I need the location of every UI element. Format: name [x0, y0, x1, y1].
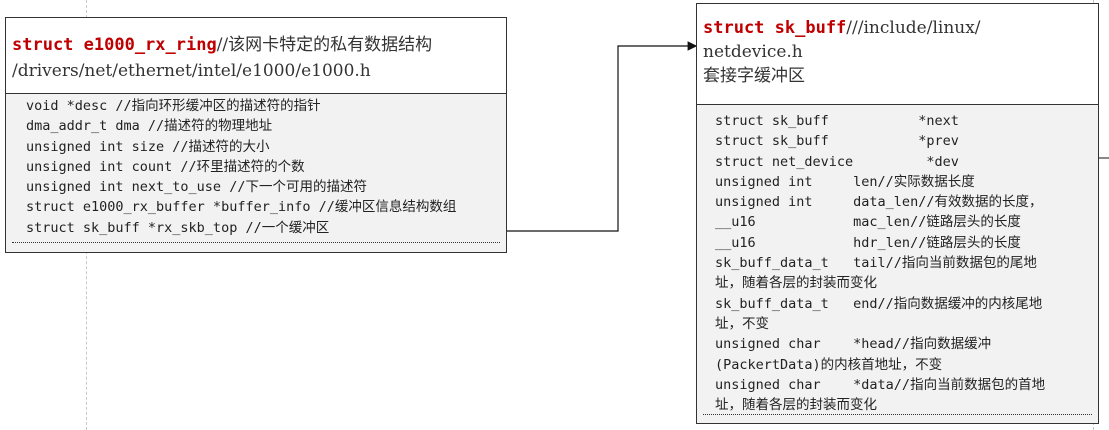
field-line: __u16 mac_len//链路层头的长度	[715, 214, 1021, 231]
field-line: struct e1000_rx_buffer *buffer_info //缓冲…	[26, 199, 457, 216]
field-line: unsigned int len//实际数据长度	[715, 173, 975, 190]
dotted-separator	[703, 414, 1092, 415]
e1000-rx-ring-fields: void *desc //指向环形缓冲区的描述符的指针 dma_addr_t dm…	[6, 94, 506, 252]
e1000-rx-ring-struct: struct e1000_rx_ring//该网卡特定的私有数据结构 /driv…	[5, 17, 507, 253]
field-line: dma_addr_t dma //描述符的物理地址	[26, 118, 273, 135]
field-line: struct net_device *dev	[715, 153, 959, 170]
field-line: void *desc //指向环形缓冲区的描述符的指针	[26, 98, 321, 114]
field-line: unsigned int count //环里描述符的个数	[26, 158, 305, 175]
field-line: unsigned int next_to_use //下一个可用的描述符	[26, 179, 367, 196]
field-line: unsigned char *head//指向数据缓冲	[715, 336, 992, 353]
header-comment: ///include/linux/	[846, 18, 981, 38]
field-line: sk_buff_data_t tail//指向当前数据包的尾地	[715, 255, 1037, 272]
right-header-line1: struct sk_buff///include/linux/	[703, 16, 1092, 40]
field-line: struct sk_buff *rx_skb_top //一个缓冲区	[26, 219, 330, 236]
struct-name: struct sk_buff	[703, 18, 847, 38]
field-line: struct sk_buff *next	[715, 113, 959, 129]
header-desc: 套接字缓冲区	[703, 66, 805, 86]
header-comment: //该网卡特定的私有数据结构	[216, 35, 433, 55]
left-header-line1: struct e1000_rx_ring//该网卡特定的私有数据结构	[12, 32, 500, 58]
sk-buff-header: struct sk_buff///include/linux/ netdevic…	[697, 4, 1098, 105]
header-path: /drivers/net/ethernet/intel/e1000/e1000.…	[12, 61, 371, 81]
field-line: (PackertData)的内核首地址，不变	[715, 356, 943, 373]
field-line: struct sk_buff *prev	[715, 133, 959, 150]
sk-buff-struct: struct sk_buff///include/linux/ netdevic…	[696, 3, 1099, 424]
struct-name: struct e1000_rx_ring	[12, 35, 217, 55]
header-file: netdevice.h	[703, 42, 803, 62]
e1000-rx-ring-header: struct e1000_rx_ring//该网卡特定的私有数据结构 /driv…	[6, 18, 506, 94]
field-line: unsigned int size //描述符的大小	[26, 138, 270, 155]
field-line: __u16 hdr_len//链路层头的长度	[715, 234, 1021, 251]
field-line: unsigned char *data//指向当前数据包的首地	[715, 376, 1046, 393]
pointer-arrow	[505, 41, 698, 232]
field-line: 址，随着各层的封装而变化	[715, 397, 877, 414]
field-line: 址，随着各层的封装而变化	[715, 275, 877, 292]
field-line: unsigned int data_len//有效数据的长度，	[715, 194, 1043, 211]
sk-buff-fields: struct sk_buff *next struct sk_buff *prev…	[697, 105, 1098, 423]
field-line: sk_buff_data_t end//指向数据缓冲的内核尾地	[715, 295, 1043, 312]
field-line: 址，不变	[715, 315, 769, 332]
dotted-separator	[12, 242, 500, 243]
